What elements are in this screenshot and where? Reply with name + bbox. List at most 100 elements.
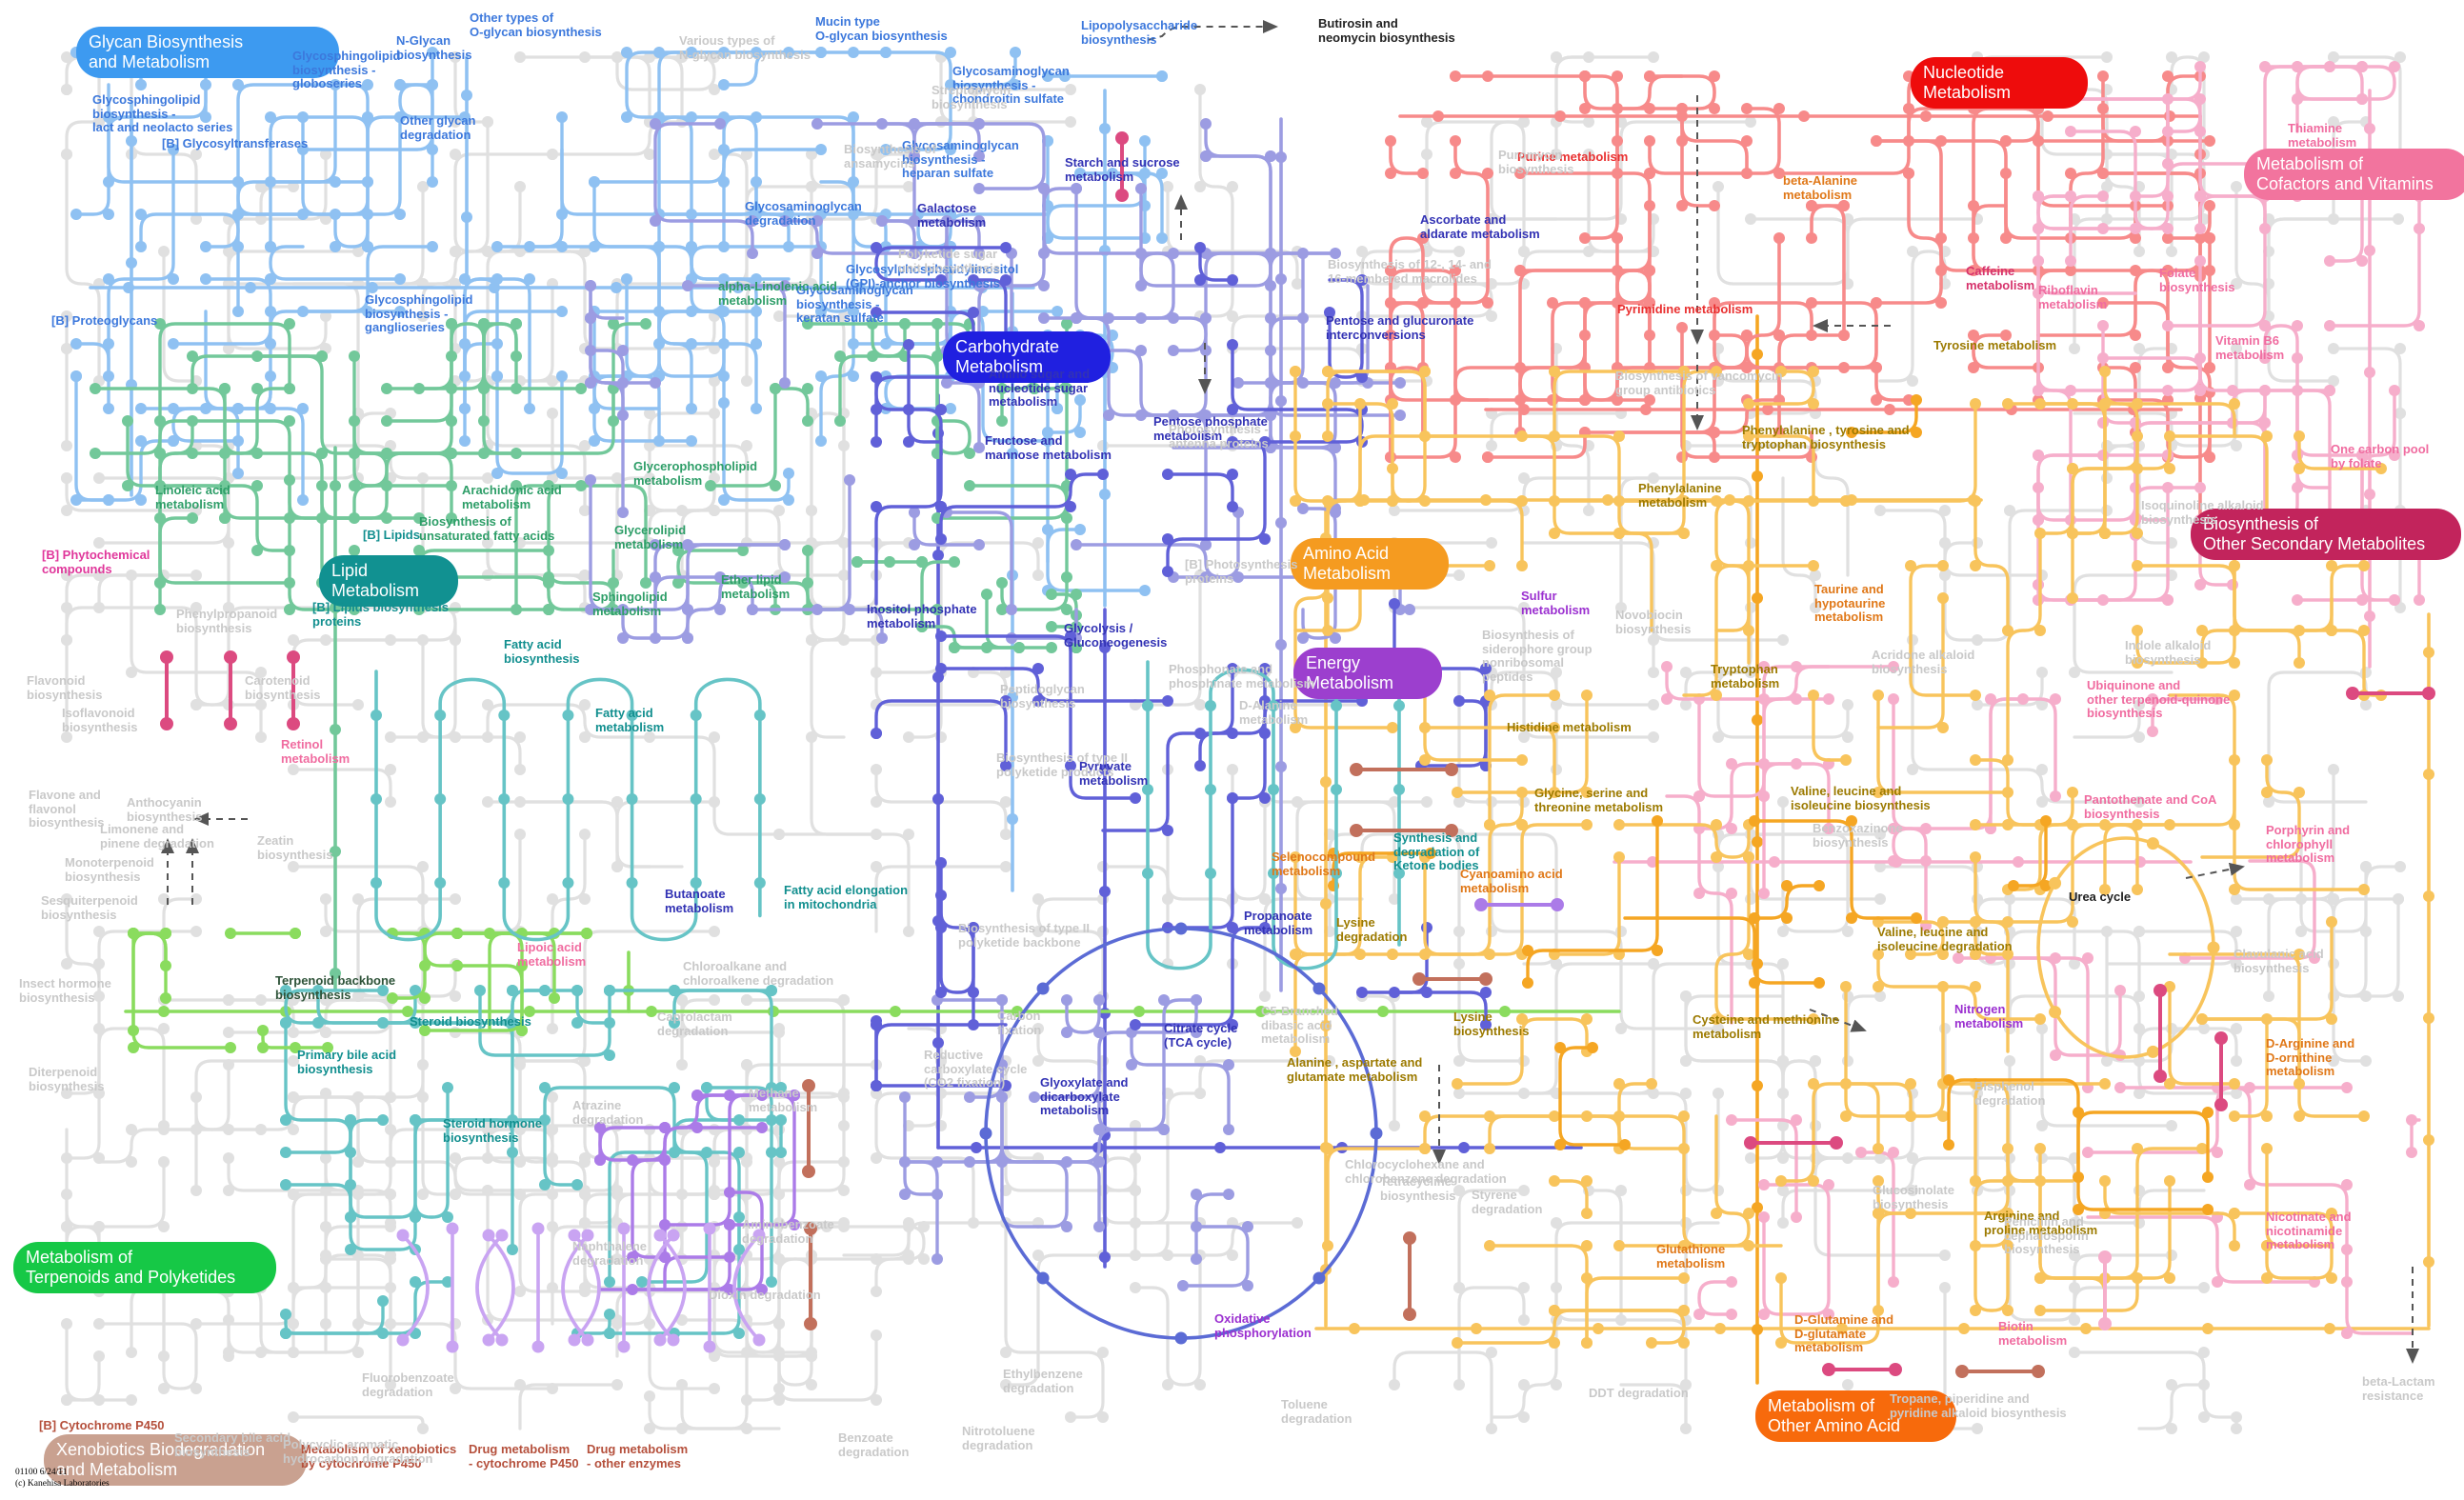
pathway-label[interactable]: [B] Phytochemical compounds	[42, 548, 150, 576]
pathway-label[interactable]: Folate biosynthesis	[2159, 266, 2235, 294]
pathway-label[interactable]: Retinol metabolism	[281, 737, 351, 766]
pathway-label[interactable]: N-Glycan biosynthesis	[396, 33, 472, 62]
pathway-label[interactable]: Selenocompound metabolism	[1272, 850, 1376, 878]
pathway-label[interactable]: Pentose and glucuronate interconversions	[1326, 313, 1474, 342]
pathway-label[interactable]: Urea cycle	[2069, 890, 2132, 904]
pathway-label[interactable]: Phenylalanine metabolism	[1638, 481, 1722, 510]
pathway-label[interactable]: Lipopolysaccharide biosynthesis	[1081, 18, 1198, 47]
badge-amino[interactable]: Amino Acid Metabolism	[1291, 538, 1449, 590]
pathway-label[interactable]: Alanine , aspartate and glutamate metabo…	[1287, 1055, 1423, 1084]
pathway-label[interactable]: Bisphenol degradation	[1974, 1079, 2046, 1108]
pathway-label[interactable]: C5-Branched dibasic acid metabolism	[1261, 1004, 1338, 1047]
pathway-label[interactable]: Other glycan degradation	[400, 113, 476, 142]
pathway-label[interactable]: Isoflavonoid biosynthesis	[62, 706, 138, 734]
pathway-label[interactable]: Glycosphingolipid biosynthesis - lact an…	[92, 92, 233, 135]
pathway-label[interactable]: Ethylbenzene degradation	[1003, 1367, 1083, 1395]
badge-otheramino[interactable]: Metabolism of Other Amino Acid	[1755, 1390, 1956, 1443]
pathway-label[interactable]: Butirosin and neomycin biosynthesis	[1318, 16, 1455, 45]
pathway-label[interactable]: [B] Glycosyltransferases	[162, 136, 309, 150]
pathway-label[interactable]: Glycosphingolipid biosynthesis - ganglio…	[365, 292, 473, 335]
pathway-label[interactable]: Caffeine metabolism	[1966, 264, 2035, 292]
pathway-label[interactable]: Sesquiterpenoid biosynthesis	[41, 893, 138, 922]
pathway-label[interactable]: Photosynthesis - antenna proteins	[1169, 422, 1269, 450]
pathway-label[interactable]: Tropane, piperidine and pyridine alkaloi…	[1890, 1391, 2067, 1420]
pathway-label[interactable]: Streptomycin biosynthesis	[932, 83, 1012, 111]
pathway-label[interactable]: D-Arginine and D-ornithine metabolism	[2266, 1036, 2355, 1079]
pathway-label[interactable]: Lysine degradation	[1336, 915, 1408, 944]
pathway-label[interactable]: Isoquinoline alkaloid biosynthesis	[2141, 498, 2264, 527]
pathway-label[interactable]: Glyoxylate and dicarboxylate metabolism	[1040, 1075, 1129, 1118]
pathway-label[interactable]: Oxidative phosphorylation	[1214, 1311, 1312, 1340]
pathway-label[interactable]: Phenylalanine , tyrosine and tryptophan …	[1742, 423, 1910, 451]
pathway-label[interactable]: Benzoxazinone biosynthesis	[1813, 821, 1903, 850]
pathway-label[interactable]: Flavone and flavonol biosynthesis	[29, 788, 105, 830]
pathway-label[interactable]: Fluorobenzoate degradation	[362, 1370, 454, 1399]
pathway-label[interactable]: Cyanoamino acid metabolism	[1460, 867, 1563, 895]
pathway-label[interactable]: Purine metabolism	[1517, 150, 1629, 164]
pathway-label[interactable]: Lysine biosynthesis	[1453, 1010, 1530, 1038]
pathway-label[interactable]: Drug metabolism - cytochrome P450	[469, 1442, 579, 1470]
pathway-label[interactable]: Nitrotoluene degradation	[962, 1424, 1035, 1452]
pathway-label[interactable]: Sulfur metabolism	[1521, 589, 1591, 617]
pathway-label[interactable]: Drug metabolism - other enzymes	[587, 1442, 689, 1470]
pathway-label[interactable]: Citrate cycle (TCA cycle)	[1164, 1021, 1238, 1050]
pathway-label[interactable]: Puromycin biosynthesis	[1498, 148, 1574, 176]
pathway-label[interactable]: Ascorbate and aldarate metabolism	[1420, 212, 1540, 241]
pathway-label[interactable]: Glycine, serine and threonine metabolism	[1534, 786, 1664, 814]
pathway-label[interactable]: Valine, leucine and isoleucine degradati…	[1877, 925, 2013, 953]
pathway-label[interactable]: Biosynthesis of unsaturated fatty acids	[419, 514, 555, 543]
badge-cofactors[interactable]: Metabolism of Cofactors and Vitamins	[2244, 149, 2464, 201]
pathway-label[interactable]: Reductive carboxylate cycle (CO2 fixatio…	[924, 1048, 1028, 1090]
pathway-label[interactable]: Galactose metabolism	[917, 201, 987, 230]
badge-energy[interactable]: Energy Metabolism	[1293, 648, 1442, 700]
pathway-label[interactable]: Styrene degradation	[1472, 1188, 1543, 1216]
pathway-label[interactable]: [B] Lipids biosynthesis proteins	[312, 600, 450, 629]
pathway-label[interactable]: Propanoate metabolism	[1244, 909, 1313, 937]
pathway-label[interactable]: Primary bile acid biosynthesis	[297, 1048, 397, 1076]
pathway-label[interactable]: One carbon pool by folate	[2331, 442, 2430, 470]
pathway-label[interactable]: Biotin metabolism	[1998, 1319, 2068, 1348]
pathway-label[interactable]: [B] Cytochrome P450	[39, 1418, 165, 1432]
pathway-label[interactable]: D-Glutamine and D-glutamate metabolism	[1794, 1312, 1894, 1355]
pathway-label[interactable]: DDT degradation	[1589, 1386, 1689, 1400]
badge-glycan[interactable]: Glycan Biosynthesis and Metabolism	[76, 27, 339, 79]
pathway-label[interactable]: Vitamin B6 metabolism	[2215, 333, 2285, 362]
pathway-label[interactable]: D-Alanine metabolism	[1239, 698, 1309, 727]
pathway-label[interactable]: beta-Lactam resistance	[2362, 1374, 2435, 1403]
pathway-label[interactable]: Synthesis and degradation of Ketone bodi…	[1393, 830, 1480, 873]
pathway-label[interactable]: Valine, leucine and isoleucine biosynthe…	[1791, 784, 1931, 812]
pathway-label[interactable]: Pantothenate and CoA biosynthesis	[2084, 792, 2217, 821]
pathway-label[interactable]: Carbon fixation	[997, 1009, 1042, 1037]
pathway-label[interactable]: Phosphonate and phosphinate metabolism	[1169, 662, 1315, 690]
pathway-label[interactable]: Pentose phosphate metabolism	[1153, 414, 1268, 443]
pathway-label[interactable]: Glycosylphosphatidylinositol (GPI)-ancho…	[846, 262, 1019, 290]
pathway-label[interactable]: Glycolysis / Gluconeogenesis	[1064, 621, 1168, 650]
pathway-label[interactable]: Chlorocyclohexane and chlorobenzene degr…	[1345, 1157, 1507, 1186]
pathway-label[interactable]: Glycosaminoglycan biosynthesis - heparan…	[902, 138, 1019, 181]
pathway-label[interactable]: Atrazine degradation	[572, 1098, 644, 1127]
pathway-label[interactable]: Peptidoglycan biosynthesis	[1000, 682, 1085, 710]
pathway-label[interactable]: Amino sugar and nucleotide sugar metabol…	[989, 367, 1091, 410]
badge-nucleotide[interactable]: Nucleotide Metabolism	[1911, 57, 2088, 110]
pathway-label[interactable]: Glycosaminoglycan biosynthesis - chondro…	[952, 64, 1070, 107]
pathway-label[interactable]: Polycyclic aromatic hydrocarbon degradat…	[283, 1437, 433, 1466]
pathway-label[interactable]: Methane metabolism	[749, 1086, 818, 1114]
badge-lipid[interactable]: Lipid Metabolism	[319, 555, 458, 608]
pathway-label[interactable]: Glycerophospholipid metabolism	[633, 459, 758, 488]
pathway-label[interactable]: Various types of N-glycan biosynthesis	[679, 33, 811, 62]
pathway-label[interactable]: Arginine and proline metabolism	[1984, 1209, 2098, 1237]
pathway-label[interactable]: Naphthalene degradation	[572, 1239, 648, 1268]
pathway-label[interactable]: Nitrogen metabolism	[1954, 1002, 2024, 1030]
pathway-label[interactable]: Starch and sucrose metabolism	[1065, 155, 1180, 184]
pathway-label[interactable]: Biosynthesis of type II polyketide backb…	[958, 921, 1090, 950]
pathway-label[interactable]: [B] Proteoglycans	[51, 313, 158, 328]
pathway-label[interactable]: Phenylpropanoid biosynthesis	[176, 607, 278, 635]
pathway-label[interactable]: Sphingolipid metabolism	[592, 590, 668, 618]
pathway-label[interactable]: Dioxin degradation	[709, 1288, 821, 1302]
pathway-label[interactable]: Biosynthesis of siderophore group nonrib…	[1482, 628, 1593, 684]
pathway-label[interactable]: Limonene and pinene degradation	[100, 822, 214, 850]
pathway-label[interactable]: Penicillin and cephalosporin biosynthesi…	[2004, 1214, 2089, 1257]
pathway-label[interactable]: Tetracycline biosynthesis	[1380, 1174, 1456, 1203]
pathway-label[interactable]: Inositol phosphate metabolism	[867, 602, 977, 630]
pathway-label[interactable]: Glycerolipid metabolism	[614, 523, 687, 551]
